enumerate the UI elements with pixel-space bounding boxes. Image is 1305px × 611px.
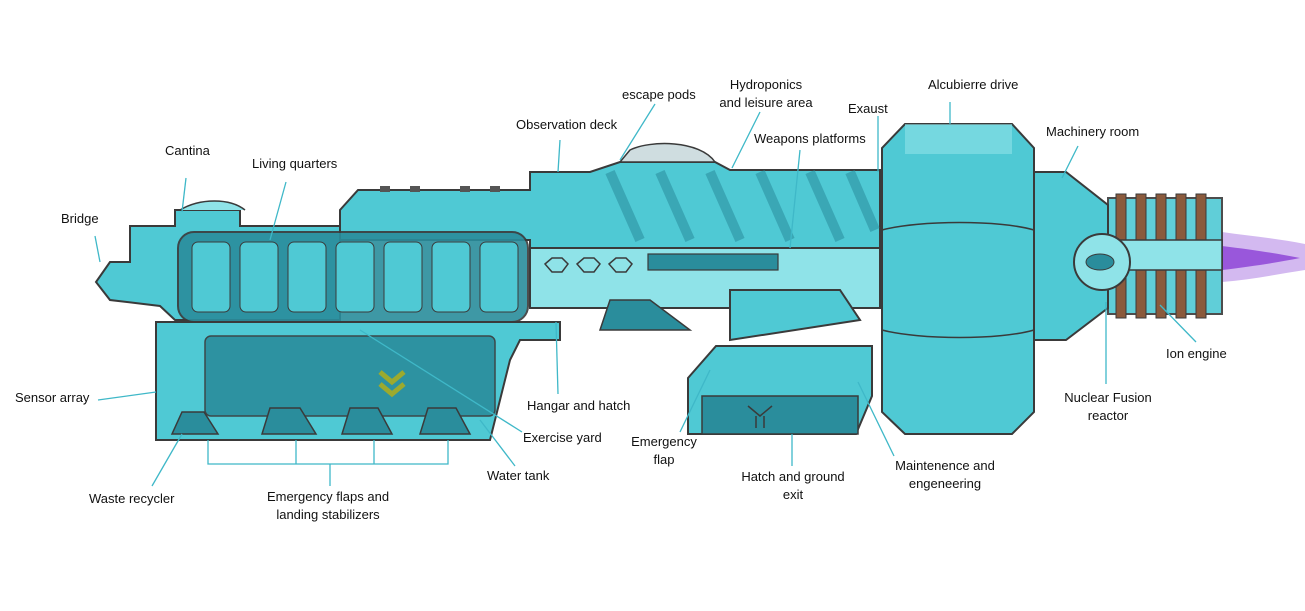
- label-living-quarters: Living quarters: [252, 156, 338, 171]
- label-bridge: Bridge: [61, 211, 99, 226]
- label-escape-pods: escape pods: [622, 87, 696, 102]
- label-maintenance-line1: Maintenence and: [895, 458, 995, 473]
- ion-exhaust-plume: [1222, 232, 1305, 282]
- label-hatch-exit-line2: exit: [782, 487, 804, 502]
- label-nuclear-line1: Nuclear Fusion: [1064, 390, 1152, 405]
- label-nuclear-fusion: Nuclear Fusion reactor: [1056, 389, 1160, 425]
- mid-section: [529, 247, 881, 342]
- label-hatch-ground-exit: Hatch and ground exit: [734, 468, 852, 504]
- label-emergency-flaps: Emergency flaps and landing stabilizers: [256, 488, 400, 524]
- forward-section: [94, 200, 529, 323]
- hatch-ground-exit: [687, 345, 873, 435]
- label-emergency-flap-line1: Emergency: [631, 434, 697, 449]
- label-maintenance: Maintenence and engeneering: [884, 457, 1006, 493]
- upper-hull: [339, 142, 881, 251]
- label-emergency-flaps-line1: Emergency flaps and: [266, 489, 390, 504]
- label-hatch-exit-line1: Hatch and ground: [741, 469, 845, 484]
- label-maintenance-line2: engeneering: [908, 476, 982, 491]
- label-machinery-room: Machinery room: [1046, 124, 1140, 139]
- label-observation-deck: Observation deck: [516, 117, 618, 132]
- label-emergency-flap: Emergency flap: [624, 433, 704, 469]
- label-hangar-hatch: Hangar and hatch: [527, 398, 631, 413]
- machinery-room: [1031, 171, 1131, 341]
- label-emergency-flaps-line2: landing stabilizers: [276, 507, 380, 522]
- label-cantina: Cantina: [165, 143, 210, 158]
- label-ion-engine: Ion engine: [1166, 346, 1227, 361]
- label-hydroponics-line1: Hydroponics: [729, 77, 803, 92]
- leader-lines: [94, 102, 1197, 487]
- lower-hull: [155, 321, 561, 441]
- label-waste-recycler: Waste recycler: [89, 491, 175, 506]
- label-water-tank: Water tank: [487, 468, 550, 483]
- label-emergency-flap-line2: flap: [653, 452, 675, 467]
- alcubierre-drive: [881, 123, 1035, 435]
- label-hydroponics-line2: and leisure area: [719, 95, 813, 110]
- label-hydroponics: Hydroponics and leisure area: [712, 76, 820, 112]
- label-alcubierre-drive: Alcubierre drive: [928, 77, 1019, 92]
- label-exercise-yard: Exercise yard: [523, 430, 602, 445]
- label-weapons-platforms: Weapons platforms: [754, 131, 866, 146]
- label-exaust: Exaust: [848, 101, 888, 116]
- label-nuclear-line2: reactor: [1087, 408, 1129, 423]
- label-sensor-array: Sensor array: [15, 390, 90, 405]
